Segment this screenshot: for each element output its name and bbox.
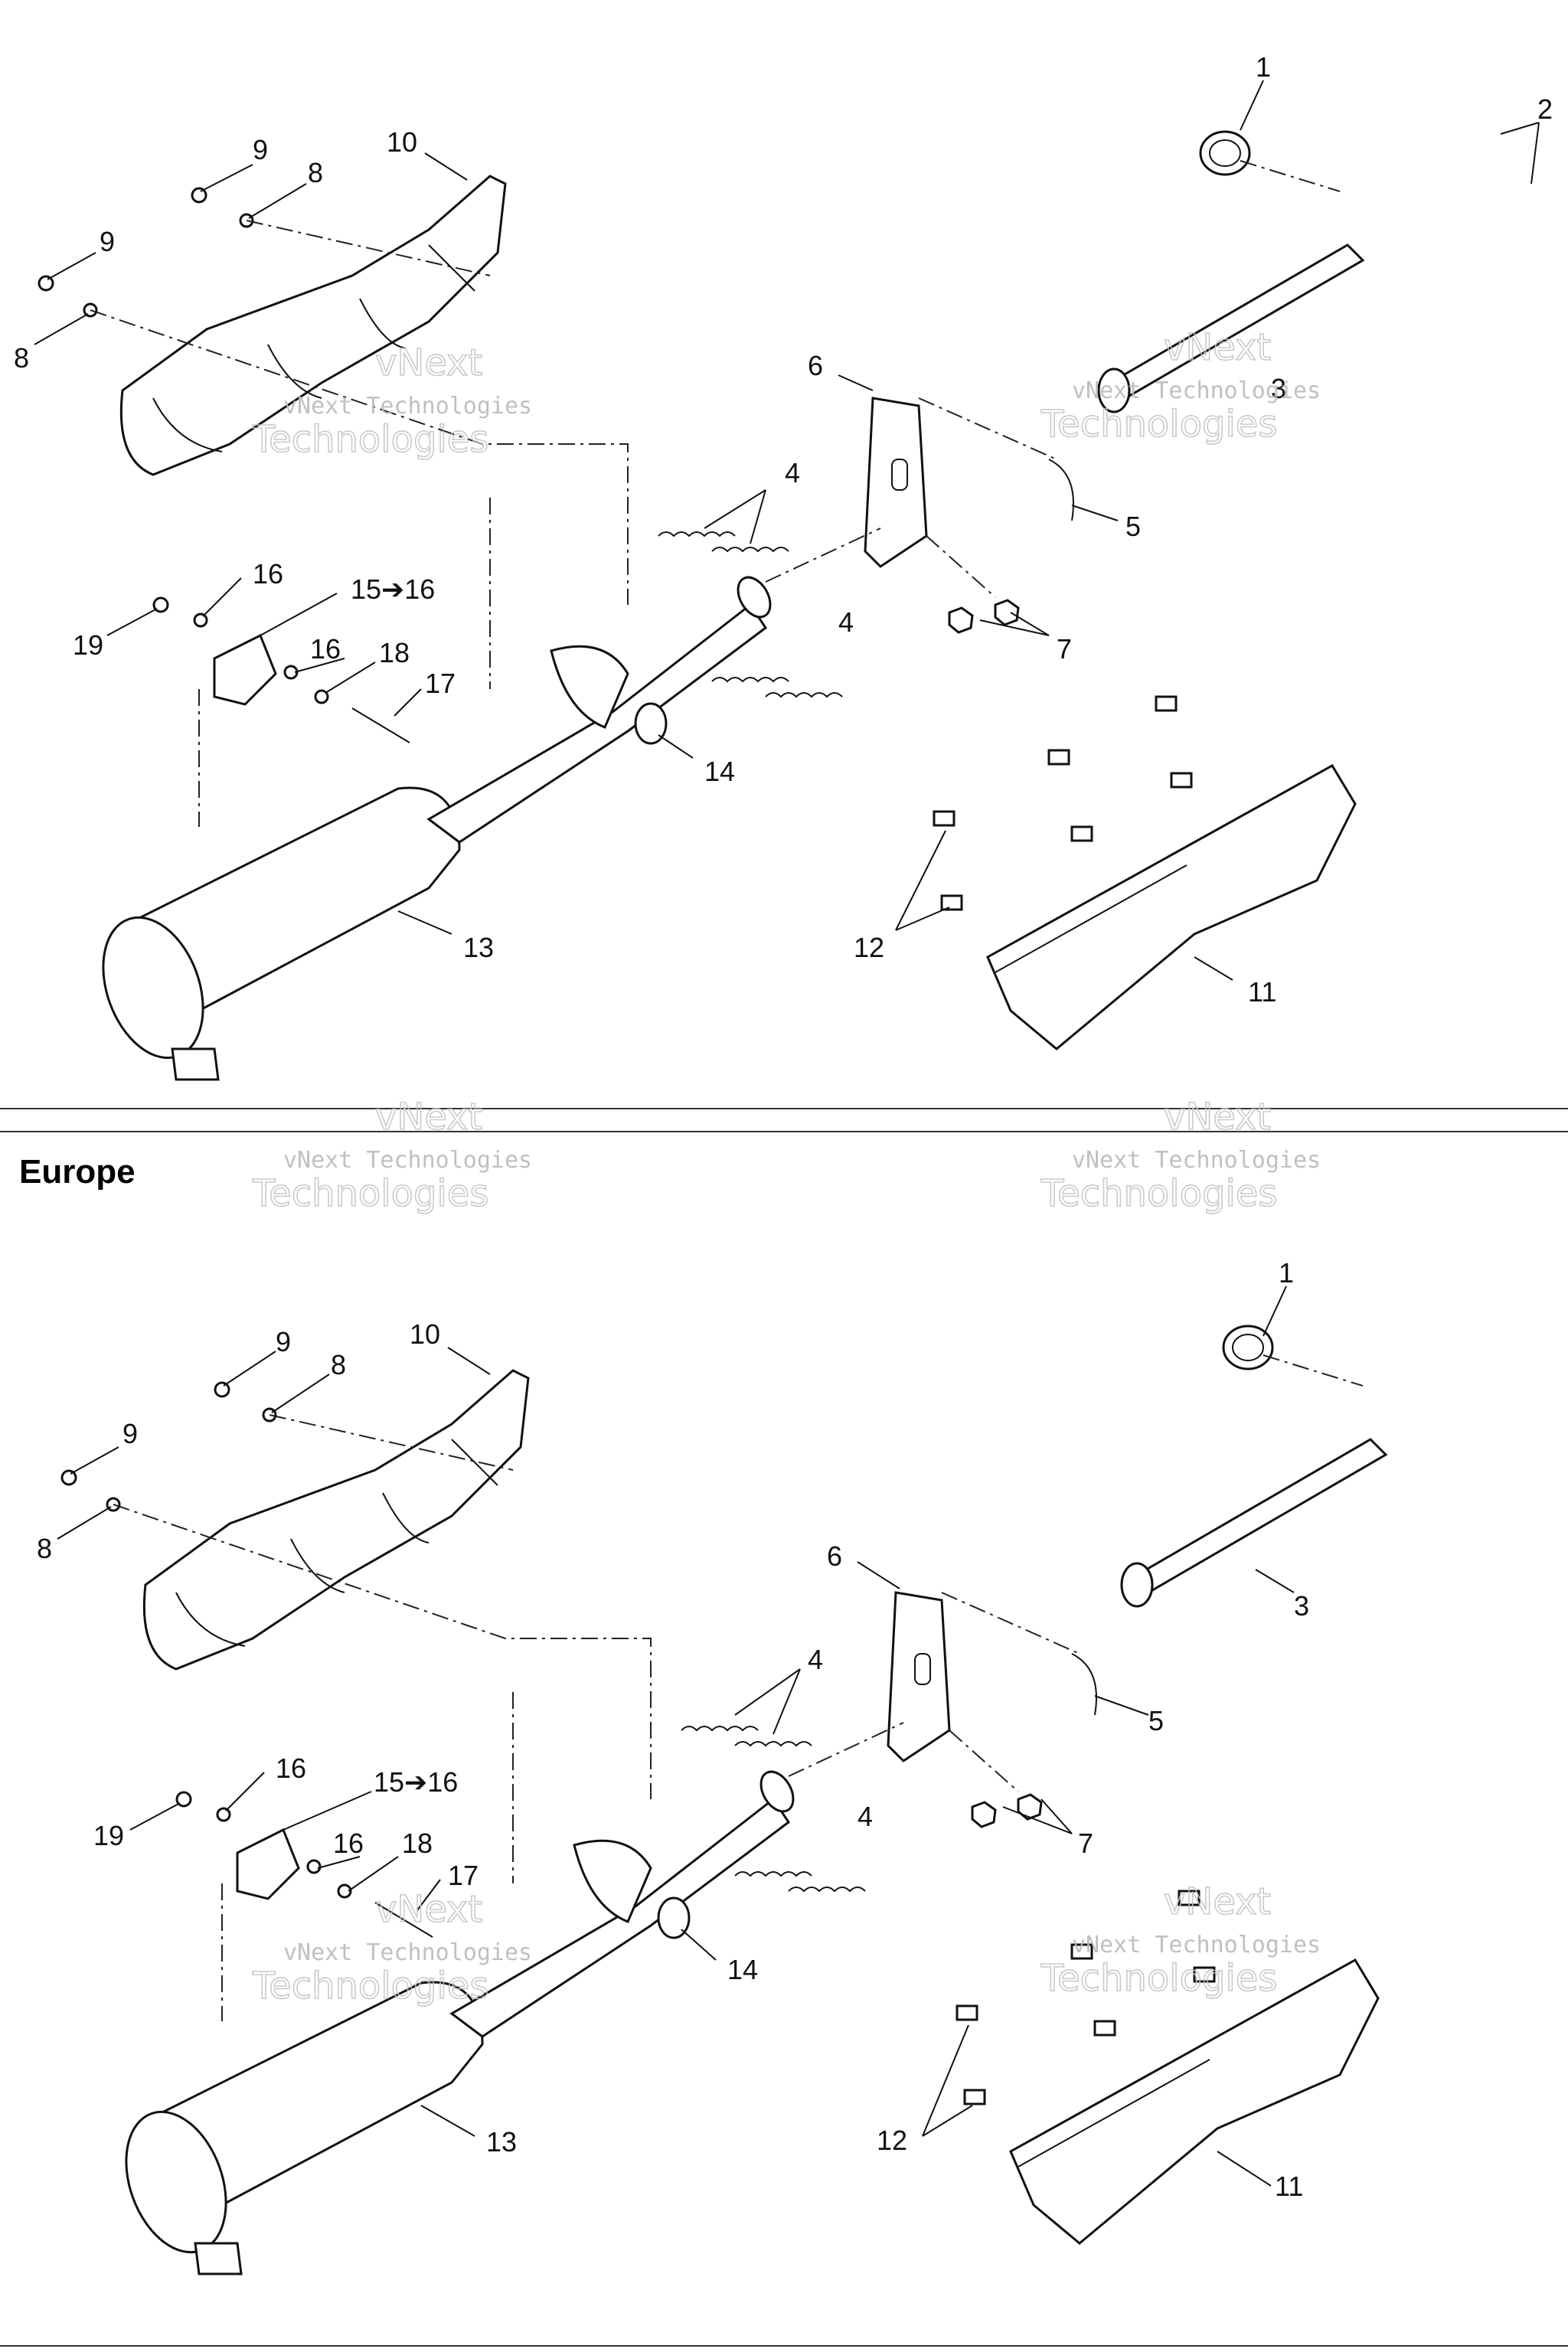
eu-callout-16-lower: 16 xyxy=(333,1828,364,1859)
callout-14: 14 xyxy=(704,756,735,787)
svg-text:vNext Technologies: vNext Technologies xyxy=(283,1939,532,1966)
eu-callout-13: 13 xyxy=(486,2126,517,2158)
eu-callout-9-lower: 9 xyxy=(122,1418,138,1449)
svg-text:Technologies: Technologies xyxy=(1040,403,1277,446)
svg-text:Technologies: Technologies xyxy=(252,1172,488,1215)
callout-4-lower: 4 xyxy=(838,606,854,638)
svg-text:Technologies: Technologies xyxy=(252,1965,488,2007)
eu-callout-4-upper: 4 xyxy=(808,1644,823,1675)
eu-callout-8-lower: 8 xyxy=(37,1533,52,1564)
callout-10: 10 xyxy=(387,126,417,158)
watermark: vNext vNext Technologies Technologies xyxy=(251,1095,532,1216)
callout-9-lower: 9 xyxy=(100,226,115,257)
svg-text:vNext: vNext xyxy=(1164,326,1271,369)
watermark: vNext vNext Technologies Technologies xyxy=(251,341,532,462)
callout-8-lower: 8 xyxy=(14,342,29,374)
eu-callout-6: 6 xyxy=(827,1540,842,1572)
callout-1: 1 xyxy=(1256,51,1271,83)
callout-16-upper: 16 xyxy=(253,558,283,590)
eu-callout-18: 18 xyxy=(402,1828,433,1859)
diagram-section-europe: 1 3 4 4 5 6 7 8 8 9 9 10 11 12 13 14 15➔… xyxy=(37,1257,1387,2275)
eu-callout-16-upper: 16 xyxy=(276,1753,306,1784)
callout-5: 5 xyxy=(1125,511,1141,542)
watermark: vNext vNext Technologies Technologies xyxy=(1040,325,1321,446)
callout-7: 7 xyxy=(1057,633,1072,665)
eu-callout-17: 17 xyxy=(448,1860,479,1891)
callout-16-lower: 16 xyxy=(310,633,341,665)
eu-callout-9-upper: 9 xyxy=(276,1326,291,1357)
svg-text:vNext: vNext xyxy=(1164,1096,1271,1138)
svg-text:vNext: vNext xyxy=(375,341,482,384)
callout-18: 18 xyxy=(379,637,410,668)
eu-callout-12: 12 xyxy=(877,2125,907,2156)
callout-19: 19 xyxy=(73,629,103,661)
eu-callout-3: 3 xyxy=(1294,1590,1309,1622)
callout-3: 3 xyxy=(1271,373,1286,404)
diagram-section-standard: 1 2 3 4 4 5 6 7 8 8 9 9 10 11 12 13 14 1… xyxy=(14,51,1553,1081)
watermarks: vNext vNext Technologies Technologies vN… xyxy=(251,325,1321,2008)
eu-callout-1: 1 xyxy=(1279,1257,1294,1289)
callout-12: 12 xyxy=(854,932,884,963)
svg-text:vNext Technologies: vNext Technologies xyxy=(1072,1147,1321,1174)
watermark: vNext vNext Technologies Technologies xyxy=(1040,1095,1321,1216)
leader-lines-europe xyxy=(57,1285,1295,2187)
eu-callout-11: 11 xyxy=(1275,2171,1303,2202)
svg-text:vNext Technologies: vNext Technologies xyxy=(283,393,532,420)
watermark: vNext vNext Technologies Technologies xyxy=(251,1887,532,2008)
callout-9-upper: 9 xyxy=(253,134,268,165)
svg-text:Technologies: Technologies xyxy=(252,418,488,461)
callout-17: 17 xyxy=(425,668,456,699)
callout-15-16: 15➔16 xyxy=(351,573,435,605)
eu-callout-5: 5 xyxy=(1148,1705,1164,1736)
eu-callout-4-lower: 4 xyxy=(858,1801,873,1832)
eu-callout-14: 14 xyxy=(727,1954,758,1985)
watermark: vNext vNext Technologies Technologies xyxy=(1040,1880,1321,2001)
callout-13: 13 xyxy=(463,932,494,963)
callout-6: 6 xyxy=(808,350,823,381)
svg-text:Technologies: Technologies xyxy=(1040,1172,1277,1215)
callout-4-upper: 4 xyxy=(785,457,800,488)
callout-8-upper: 8 xyxy=(308,157,323,188)
eu-callout-15-16: 15➔16 xyxy=(374,1766,458,1798)
svg-text:vNext: vNext xyxy=(1164,1880,1271,1923)
svg-text:Technologies: Technologies xyxy=(1040,1957,1277,2000)
eu-callout-10: 10 xyxy=(410,1318,440,1350)
eu-callout-8-upper: 8 xyxy=(331,1349,346,1380)
callout-11: 11 xyxy=(1248,976,1276,1008)
svg-text:vNext Technologies: vNext Technologies xyxy=(1072,377,1321,404)
svg-text:vNext Technologies: vNext Technologies xyxy=(283,1147,532,1174)
eu-callout-19: 19 xyxy=(93,1820,124,1851)
svg-text:vNext Technologies: vNext Technologies xyxy=(1072,1932,1321,1958)
section-heading-europe: Europe xyxy=(19,1153,136,1191)
leader-lines xyxy=(34,80,1540,981)
svg-text:vNext: vNext xyxy=(375,1888,482,1931)
svg-text:vNext: vNext xyxy=(375,1096,482,1138)
eu-callout-7: 7 xyxy=(1078,1828,1093,1859)
callout-2: 2 xyxy=(1537,93,1553,125)
